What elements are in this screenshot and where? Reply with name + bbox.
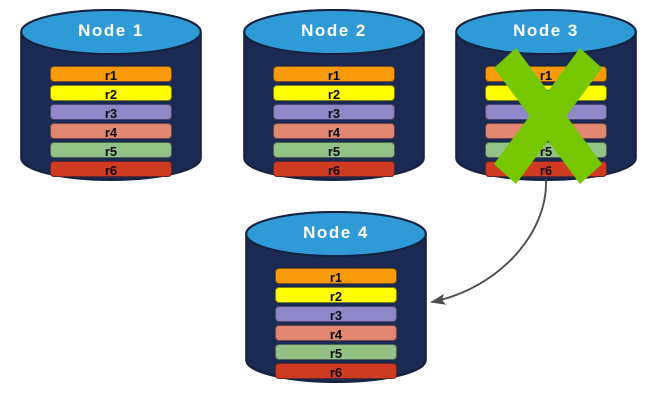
row-bar-r5[interactable]: r5 bbox=[275, 344, 397, 361]
row-bar-r4[interactable]: r4 bbox=[50, 123, 172, 140]
row-bar-r4[interactable]: r4 bbox=[273, 123, 395, 140]
failover-arrow bbox=[430, 179, 547, 305]
row-bar-r3[interactable]: r3 bbox=[273, 104, 395, 121]
row-bar-r5[interactable]: r5 bbox=[50, 142, 172, 159]
cylinder-top-disc bbox=[243, 9, 425, 55]
row-bar-r2[interactable]: r2 bbox=[273, 85, 395, 102]
row-bar-r3[interactable]: r3 bbox=[275, 306, 397, 323]
row-bar-r4[interactable]: r4 bbox=[275, 325, 397, 342]
row-bar-list: r1 r2 r3 r4 r5 r6 bbox=[50, 66, 172, 178]
cylinder-top-disc bbox=[245, 211, 427, 257]
row-bar-r2[interactable]: r2 bbox=[50, 85, 172, 102]
row-bar-r3[interactable]: r3 bbox=[50, 104, 172, 121]
row-bar-r1[interactable]: r1 bbox=[50, 66, 172, 83]
row-bar-list: r1 r2 r3 r4 r5 r6 bbox=[275, 268, 397, 380]
row-bar-r2[interactable]: r2 bbox=[275, 287, 397, 304]
row-bar-r1[interactable]: r1 bbox=[275, 268, 397, 285]
row-bar-list: r1 r2 r3 r4 r5 r6 bbox=[273, 66, 395, 178]
row-bar-r5[interactable]: r5 bbox=[273, 142, 395, 159]
row-bar-r6[interactable]: r6 bbox=[275, 363, 397, 380]
row-bar-r6[interactable]: r6 bbox=[50, 161, 172, 178]
row-bar-r6[interactable]: r6 bbox=[273, 161, 395, 178]
row-bar-r1[interactable]: r1 bbox=[273, 66, 395, 83]
cylinder-top-disc bbox=[20, 9, 202, 55]
